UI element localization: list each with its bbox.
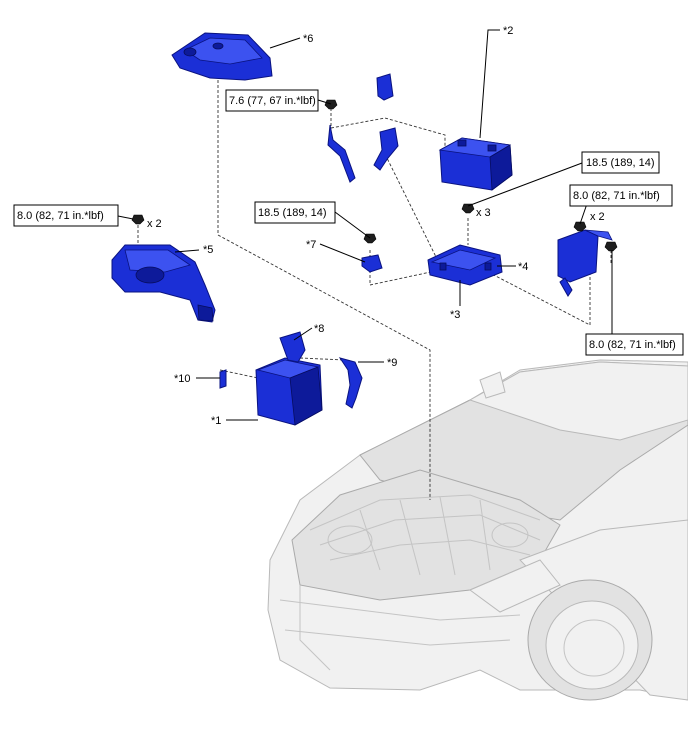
quantity-ecu-label: x 2 [590, 211, 605, 223]
air-cleaner-part [255, 331, 323, 426]
callout-2: *2 [503, 25, 513, 37]
bolt-icon [131, 214, 145, 225]
torque-duct-label: 8.0 (82, 71 in.*lbf) [17, 210, 104, 222]
callout-3: *3 [450, 309, 460, 321]
callout-8: *8 [314, 323, 324, 335]
air-hose-part [338, 357, 363, 409]
torque-box-battery-tray: 18.5 (189, 14) [581, 151, 660, 174]
bolt-icon [604, 241, 618, 252]
bolt-icons [131, 99, 618, 252]
air-duct-part [111, 244, 216, 323]
torque-bracket-label: 18.5 (189, 14) [258, 207, 327, 219]
hose-clamp-part [219, 369, 227, 389]
callout-9: *9 [387, 357, 397, 369]
vehicle-front-view [267, 359, 688, 701]
leader-lines [117, 29, 613, 421]
ground-cable-part [327, 124, 399, 183]
tray-bracket-part [361, 254, 383, 273]
bolt-icon [324, 99, 338, 110]
torque-box-ecu-upper: 8.0 (82, 71 in.*lbf) [569, 184, 673, 207]
callout-4: *4 [518, 261, 528, 273]
callout-7: *7 [306, 239, 316, 251]
battery-tray-part [427, 244, 503, 286]
bolt-icon [573, 221, 587, 232]
callout-6: *6 [303, 33, 313, 45]
torque-box-duct: 8.0 (82, 71 in.*lbf) [13, 204, 119, 227]
callout-1: *1 [211, 415, 221, 427]
callout-5: *5 [203, 244, 213, 256]
quantity-tray-label: x 3 [476, 207, 491, 219]
torque-ecu-upper-label: 8.0 (82, 71 in.*lbf) [573, 190, 660, 202]
torque-battery-tray-label: 18.5 (189, 14) [586, 157, 655, 169]
torque-box-bracket: 18.5 (189, 14) [254, 201, 336, 224]
quantity-duct-label: x 2 [147, 218, 162, 230]
torque-ecu-lower-label: 8.0 (82, 71 in.*lbf) [589, 339, 676, 351]
callout-10: *10 [174, 373, 191, 385]
battery-part [438, 137, 513, 191]
torque-ground-bolt-label: 7.6 (77, 67 in.*lbf) [229, 95, 316, 107]
bolt-icon [461, 203, 475, 214]
ground-bracket-part [376, 73, 394, 101]
torque-box-ground-bolt: 7.6 (77, 67 in.*lbf) [225, 89, 319, 112]
engine-cover-part [171, 32, 273, 81]
torque-box-ecu-lower: 8.0 (82, 71 in.*lbf) [585, 333, 684, 356]
ecu-bracket-part [557, 229, 613, 297]
